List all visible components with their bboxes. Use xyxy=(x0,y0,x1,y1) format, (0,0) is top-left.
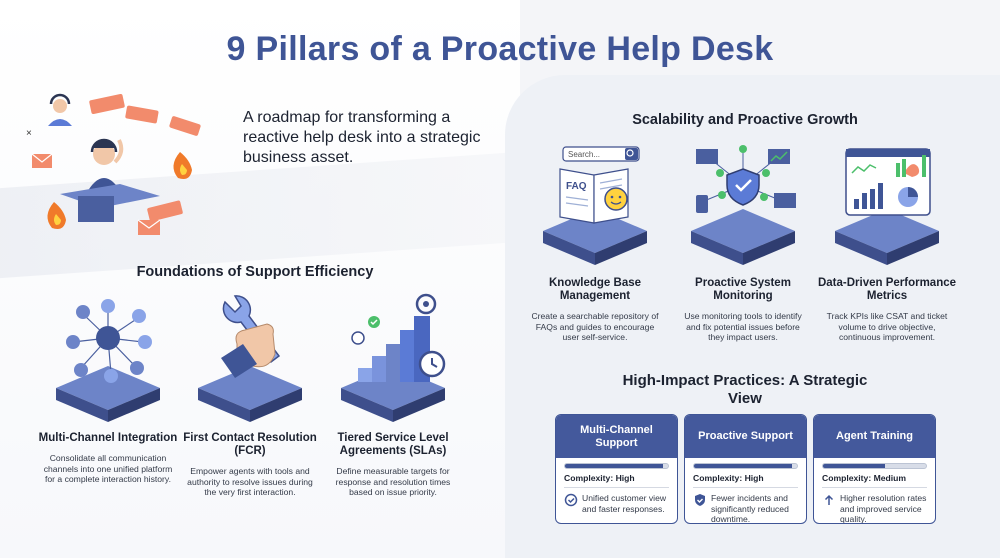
complexity-bar-fill xyxy=(694,464,792,468)
messenger-icon xyxy=(104,369,118,383)
svg-text:FAQ: FAQ xyxy=(566,181,587,192)
heart-icon xyxy=(904,164,920,177)
card-description: Define measurable targets for response a… xyxy=(335,466,451,497)
pillar-card-monitoring: Proactive System Monitoring Use monitori… xyxy=(668,143,818,343)
svg-text:Search...: Search... xyxy=(568,150,600,159)
knowledge-base-icon: Search... FAQ xyxy=(543,146,647,265)
practice-benefit: Unified customer view and faster respons… xyxy=(582,493,667,514)
practice-benefit: Fewer incidents and significantly reduce… xyxy=(711,493,789,524)
left-background xyxy=(0,0,520,558)
target-icon xyxy=(415,293,437,315)
envelope-icon xyxy=(137,219,161,235)
page-title: 9 Pillars of a Proactive Help Desk xyxy=(226,30,774,68)
complexity-bar xyxy=(693,463,798,469)
card-title: Knowledge Base Management xyxy=(548,277,642,302)
card-title: Tiered Service Level Agreements (SLAs) xyxy=(337,432,449,457)
shield-check-icon xyxy=(695,494,705,506)
pillar-card-multi-channel: Multi-Channel Integration Consolidate al… xyxy=(33,288,183,485)
complexity-bar-fill xyxy=(565,464,663,468)
card-title: Data-Driven Performance Metrics xyxy=(817,277,957,302)
complexity-label: Complexity: Medium xyxy=(822,473,907,483)
link-icon xyxy=(74,363,88,377)
complexity-label: Complexity: High xyxy=(564,473,635,483)
divider xyxy=(693,487,798,488)
users-icon xyxy=(130,361,144,375)
monitor-icon xyxy=(774,193,796,208)
small-agent-icon xyxy=(48,93,72,126)
wrench-hand-icon xyxy=(198,295,302,422)
complexity-bar-fill xyxy=(823,464,885,468)
phone-icon xyxy=(76,305,90,319)
envelope-icon xyxy=(66,335,80,349)
stressed-agent-illustration: × xyxy=(26,93,201,235)
card-description: Create a searchable repository of FAQs a… xyxy=(531,311,659,342)
pillar-card-fcr: First Contact Resolution (FCR) Empower a… xyxy=(175,288,325,498)
ticket-icon xyxy=(89,93,125,115)
practice-benefit: Higher resolution rates and improved ser… xyxy=(840,493,927,524)
chart-monitor-icon xyxy=(768,149,790,164)
phone-icon xyxy=(696,195,708,213)
search-bar: Search... xyxy=(562,146,640,162)
complexity-label: Complexity: High xyxy=(693,473,764,483)
card-description: Empower agents with tools and authority … xyxy=(187,466,313,497)
card-title: Multi-Channel Integration xyxy=(38,432,178,444)
pillar-card-metrics: Data-Driven Performance Metrics Track KP… xyxy=(812,143,962,343)
section-title-high-impact: High-Impact Practices: A Strategic View xyxy=(622,372,868,407)
chat-icon xyxy=(138,335,152,349)
search-icon xyxy=(626,149,634,157)
card-description: Track KPIs like CSAT and ticket volume t… xyxy=(826,311,948,342)
desk-computer xyxy=(60,184,160,222)
multi-channel-hub-icon xyxy=(56,299,160,422)
ticket-icon xyxy=(147,200,183,222)
bar-chart-icon xyxy=(854,183,883,209)
page-subtitle: A roadmap for transforming a reactive he… xyxy=(243,109,481,166)
ticket-icon xyxy=(125,105,159,124)
practice-card-agent-training: Agent Training Complexity: Medium Higher… xyxy=(813,414,936,524)
practice-title: Multi-Channel Support xyxy=(556,415,677,458)
card-description: Consolidate all communication channels i… xyxy=(43,453,173,484)
check-icon xyxy=(716,145,770,201)
monitoring-network-icon xyxy=(691,145,796,265)
fire-icon xyxy=(47,202,66,229)
complexity-bar xyxy=(564,463,669,469)
card-title: Proactive System Monitoring xyxy=(695,277,791,302)
line-chart-icon xyxy=(851,164,877,174)
laptop-icon xyxy=(696,149,718,164)
arrow-up-icon xyxy=(824,494,834,505)
section-title-foundations: Foundations of Support Efficiency xyxy=(136,264,374,280)
section-title-scalability: Scalability and Proactive Growth xyxy=(632,112,858,128)
timer-icon xyxy=(351,331,365,345)
metrics-dashboard-icon xyxy=(835,148,939,265)
practice-card-proactive: Proactive Support Complexity: High Fewer… xyxy=(684,414,807,524)
card-description: Use monitoring tools to identify and fix… xyxy=(684,311,802,342)
pillar-card-knowledge-base: Search... FAQ Knowledge Base Management … xyxy=(520,143,670,343)
practice-card-multi-channel: Multi-Channel Support Complexity: High U… xyxy=(555,414,678,524)
pillar-card-sla: Tiered Service Level Agreements (SLAs) D… xyxy=(318,288,468,498)
card-title: First Contact Resolution (FCR) xyxy=(183,432,317,457)
check-circle-icon xyxy=(564,493,578,507)
divider xyxy=(564,487,669,488)
close-icon: × xyxy=(26,128,32,139)
practice-title: Agent Training xyxy=(814,415,935,458)
complexity-bar xyxy=(822,463,927,469)
svg-text:×: × xyxy=(26,128,32,139)
fire-icon xyxy=(173,152,192,179)
divider xyxy=(822,487,927,488)
envelope-icon xyxy=(31,153,53,168)
ticket-icon xyxy=(169,116,201,136)
practice-title: Proactive Support xyxy=(685,415,806,458)
smiley-icon xyxy=(604,187,628,211)
sla-stairs-icon xyxy=(341,293,446,422)
